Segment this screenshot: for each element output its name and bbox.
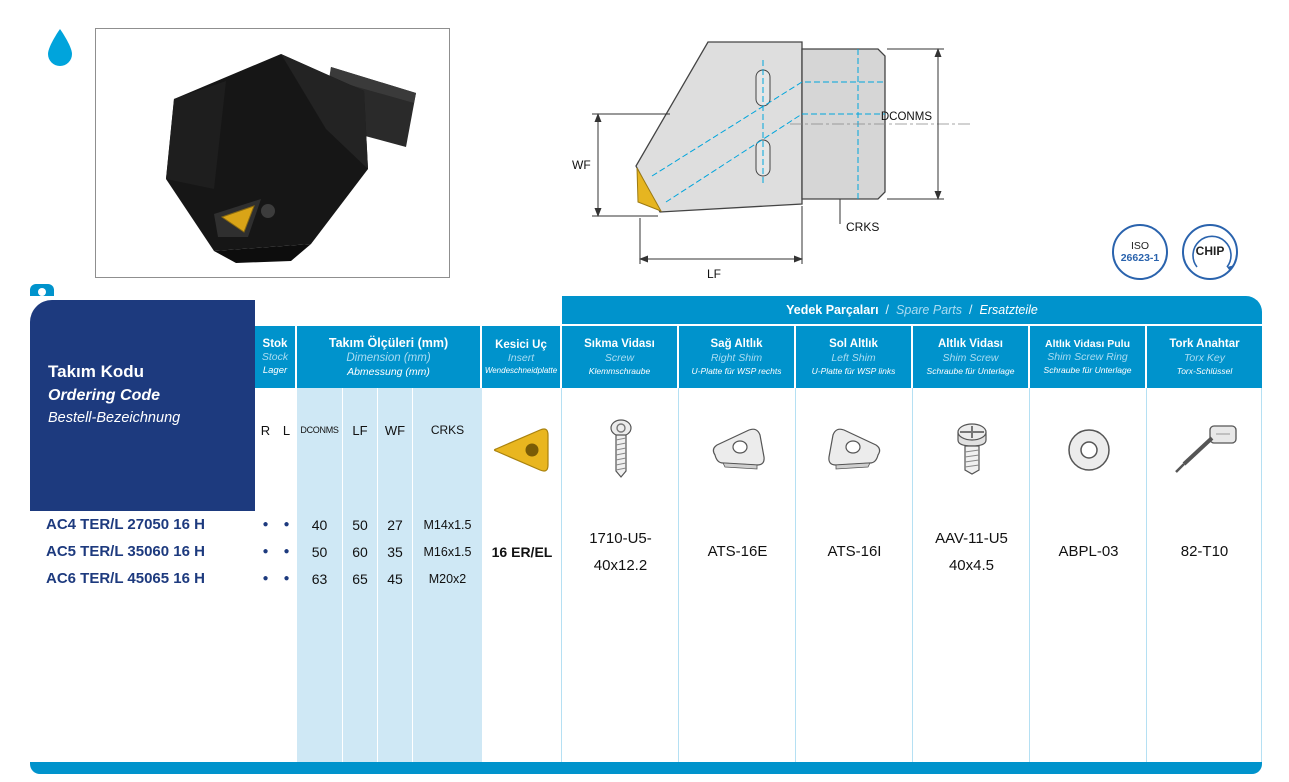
spare-band-en: Spare Parts	[896, 303, 963, 317]
crks-column-bg	[413, 388, 482, 762]
catalog-table: Takım Kodu Ordering Code Bestell-Bezeich…	[30, 296, 1262, 774]
spare-band-tr: Yedek Parçaları	[786, 303, 879, 317]
screw-value: 1710-U5- 40x12.2	[589, 529, 652, 574]
ordering-code-title-en: Ordering Code	[48, 387, 161, 404]
col-label-wf: WF	[384, 422, 406, 438]
iso-badge-line1: ISO	[1130, 239, 1150, 252]
iso-badge: ISO 26623-1	[1112, 224, 1168, 280]
stock-dot: ●	[283, 573, 290, 584]
dimension-value: 40	[311, 516, 328, 533]
technical-drawing: WF LF DCONMS CRKS	[540, 16, 980, 288]
wf-label: WF	[572, 158, 591, 172]
iso-badge-line2: 26623-1	[1120, 252, 1160, 264]
stock-header: Stok Stock Lager	[255, 326, 297, 388]
stock-dot: ●	[262, 546, 269, 557]
wf-values: 27 35 45	[378, 511, 412, 592]
dimension-value: 50	[352, 516, 368, 533]
chip-badge: CHIP	[1182, 224, 1238, 280]
torx-key-icon	[1147, 392, 1262, 507]
torx-key-value: 82-T10	[1180, 543, 1229, 560]
spare-col-header-right-shim: Sağ Altlık Right Shim U-Platte für WSP r…	[679, 326, 796, 388]
dimension-value: 60	[352, 543, 368, 560]
ordering-code-header: Takım Kodu Ordering Code Bestell-Bezeich…	[30, 300, 255, 511]
left-shim-icon	[796, 392, 913, 507]
dimension-value: 65	[352, 570, 368, 587]
dimension-value: 27	[387, 516, 403, 533]
insert-header: Kesici Uç Insert Wendeschneidplatte	[482, 326, 562, 388]
corner-tab-dot	[38, 288, 46, 296]
ordering-code-title-de: Bestell-Bezeichnung	[48, 410, 181, 426]
dconms-column-bg	[297, 388, 342, 762]
ordering-code: AC4 TER/L 27050 16 H	[46, 516, 205, 533]
lf-label: LF	[707, 267, 721, 281]
spare-col-header-screw: Sıkma Vidası Screw Klemmschraube	[562, 326, 679, 388]
stock-dot: ●	[262, 519, 269, 530]
shim-screw-ring-icon	[1030, 392, 1147, 507]
stock-l-column: ● ● ●	[276, 511, 297, 592]
stock-dot: ●	[283, 546, 290, 557]
screw-icon	[562, 392, 679, 507]
ordering-code: AC5 TER/L 35060 16 H	[46, 543, 205, 560]
chip-badge-label: CHIP	[1195, 244, 1225, 259]
right-shim-value: ATS-16E	[707, 543, 768, 560]
crks-values: M14x1.5 M16x1.5 M20x2	[413, 511, 482, 592]
ordering-code-title-tr: Takım Kodu	[48, 362, 145, 381]
product-photo-frame	[95, 28, 450, 278]
shim-screw-value: AAV-11-U5 40x4.5	[935, 529, 1008, 574]
col-label-crks: CRKS	[430, 423, 465, 437]
dimensions-header: Takım Ölçüleri (mm) Dimension (mm) Abmes…	[297, 326, 482, 388]
stock-dot: ●	[262, 573, 269, 584]
table-bottom-border	[30, 762, 1262, 774]
dconms-values: 40 50 63	[297, 511, 342, 592]
spare-col-header-shim-screw-ring: Altlık Vidası Pulu Shim Screw Ring Schra…	[1030, 326, 1147, 388]
ordering-code-list: AC4 TER/L 27050 16 H AC5 TER/L 35060 16 …	[30, 511, 255, 592]
brand-drop-icon	[45, 28, 75, 66]
shim-screw-icon	[913, 392, 1030, 507]
lf-values: 50 60 65	[343, 511, 377, 592]
dconms-label: DCONMS	[881, 111, 932, 123]
col-label-l: L	[282, 422, 291, 438]
stock-dot: ●	[283, 519, 290, 530]
dimension-value: 63	[311, 570, 328, 587]
insert-value: 16 ER/EL	[491, 543, 553, 560]
spare-col-header-left-shim: Sol Altlık Left Shim U-Platte für WSP li…	[796, 326, 913, 388]
stock-r-column: ● ● ●	[255, 511, 276, 592]
right-shim-icon	[679, 392, 796, 507]
spare-col-header-torx-key: Tork Anahtar Torx Key Torx-Schlüssel	[1147, 326, 1262, 388]
dimension-value: M14x1.5	[423, 517, 472, 532]
insert-icon	[482, 392, 562, 507]
dimension-value: 45	[387, 570, 403, 587]
dimension-value: M16x1.5	[423, 544, 472, 559]
left-shim-value: ATS-16I	[827, 543, 882, 560]
product-photo	[96, 29, 449, 277]
crks-label: CRKS	[846, 220, 879, 234]
shim-screw-ring-value: ABPL-03	[1058, 543, 1119, 560]
col-label-lf: LF	[352, 422, 368, 438]
dimension-value: 35	[387, 543, 403, 560]
dimension-value: 50	[311, 543, 328, 560]
spare-col-header-shim-screw: Altlık Vidası Shim Screw Schraube für Un…	[913, 326, 1030, 388]
col-label-dconms: DCONMS	[300, 425, 339, 435]
wf-column-bg	[378, 388, 412, 762]
col-label-r: R	[260, 422, 271, 438]
ordering-code: AC6 TER/L 45065 16 H	[46, 570, 205, 587]
dimension-value: M20x2	[428, 571, 467, 586]
spare-parts-band: Yedek Parçaları / Spare Parts / Ersatzte…	[562, 296, 1262, 326]
spare-band-de: Ersatzteile	[979, 303, 1038, 317]
lf-column-bg	[343, 388, 377, 762]
